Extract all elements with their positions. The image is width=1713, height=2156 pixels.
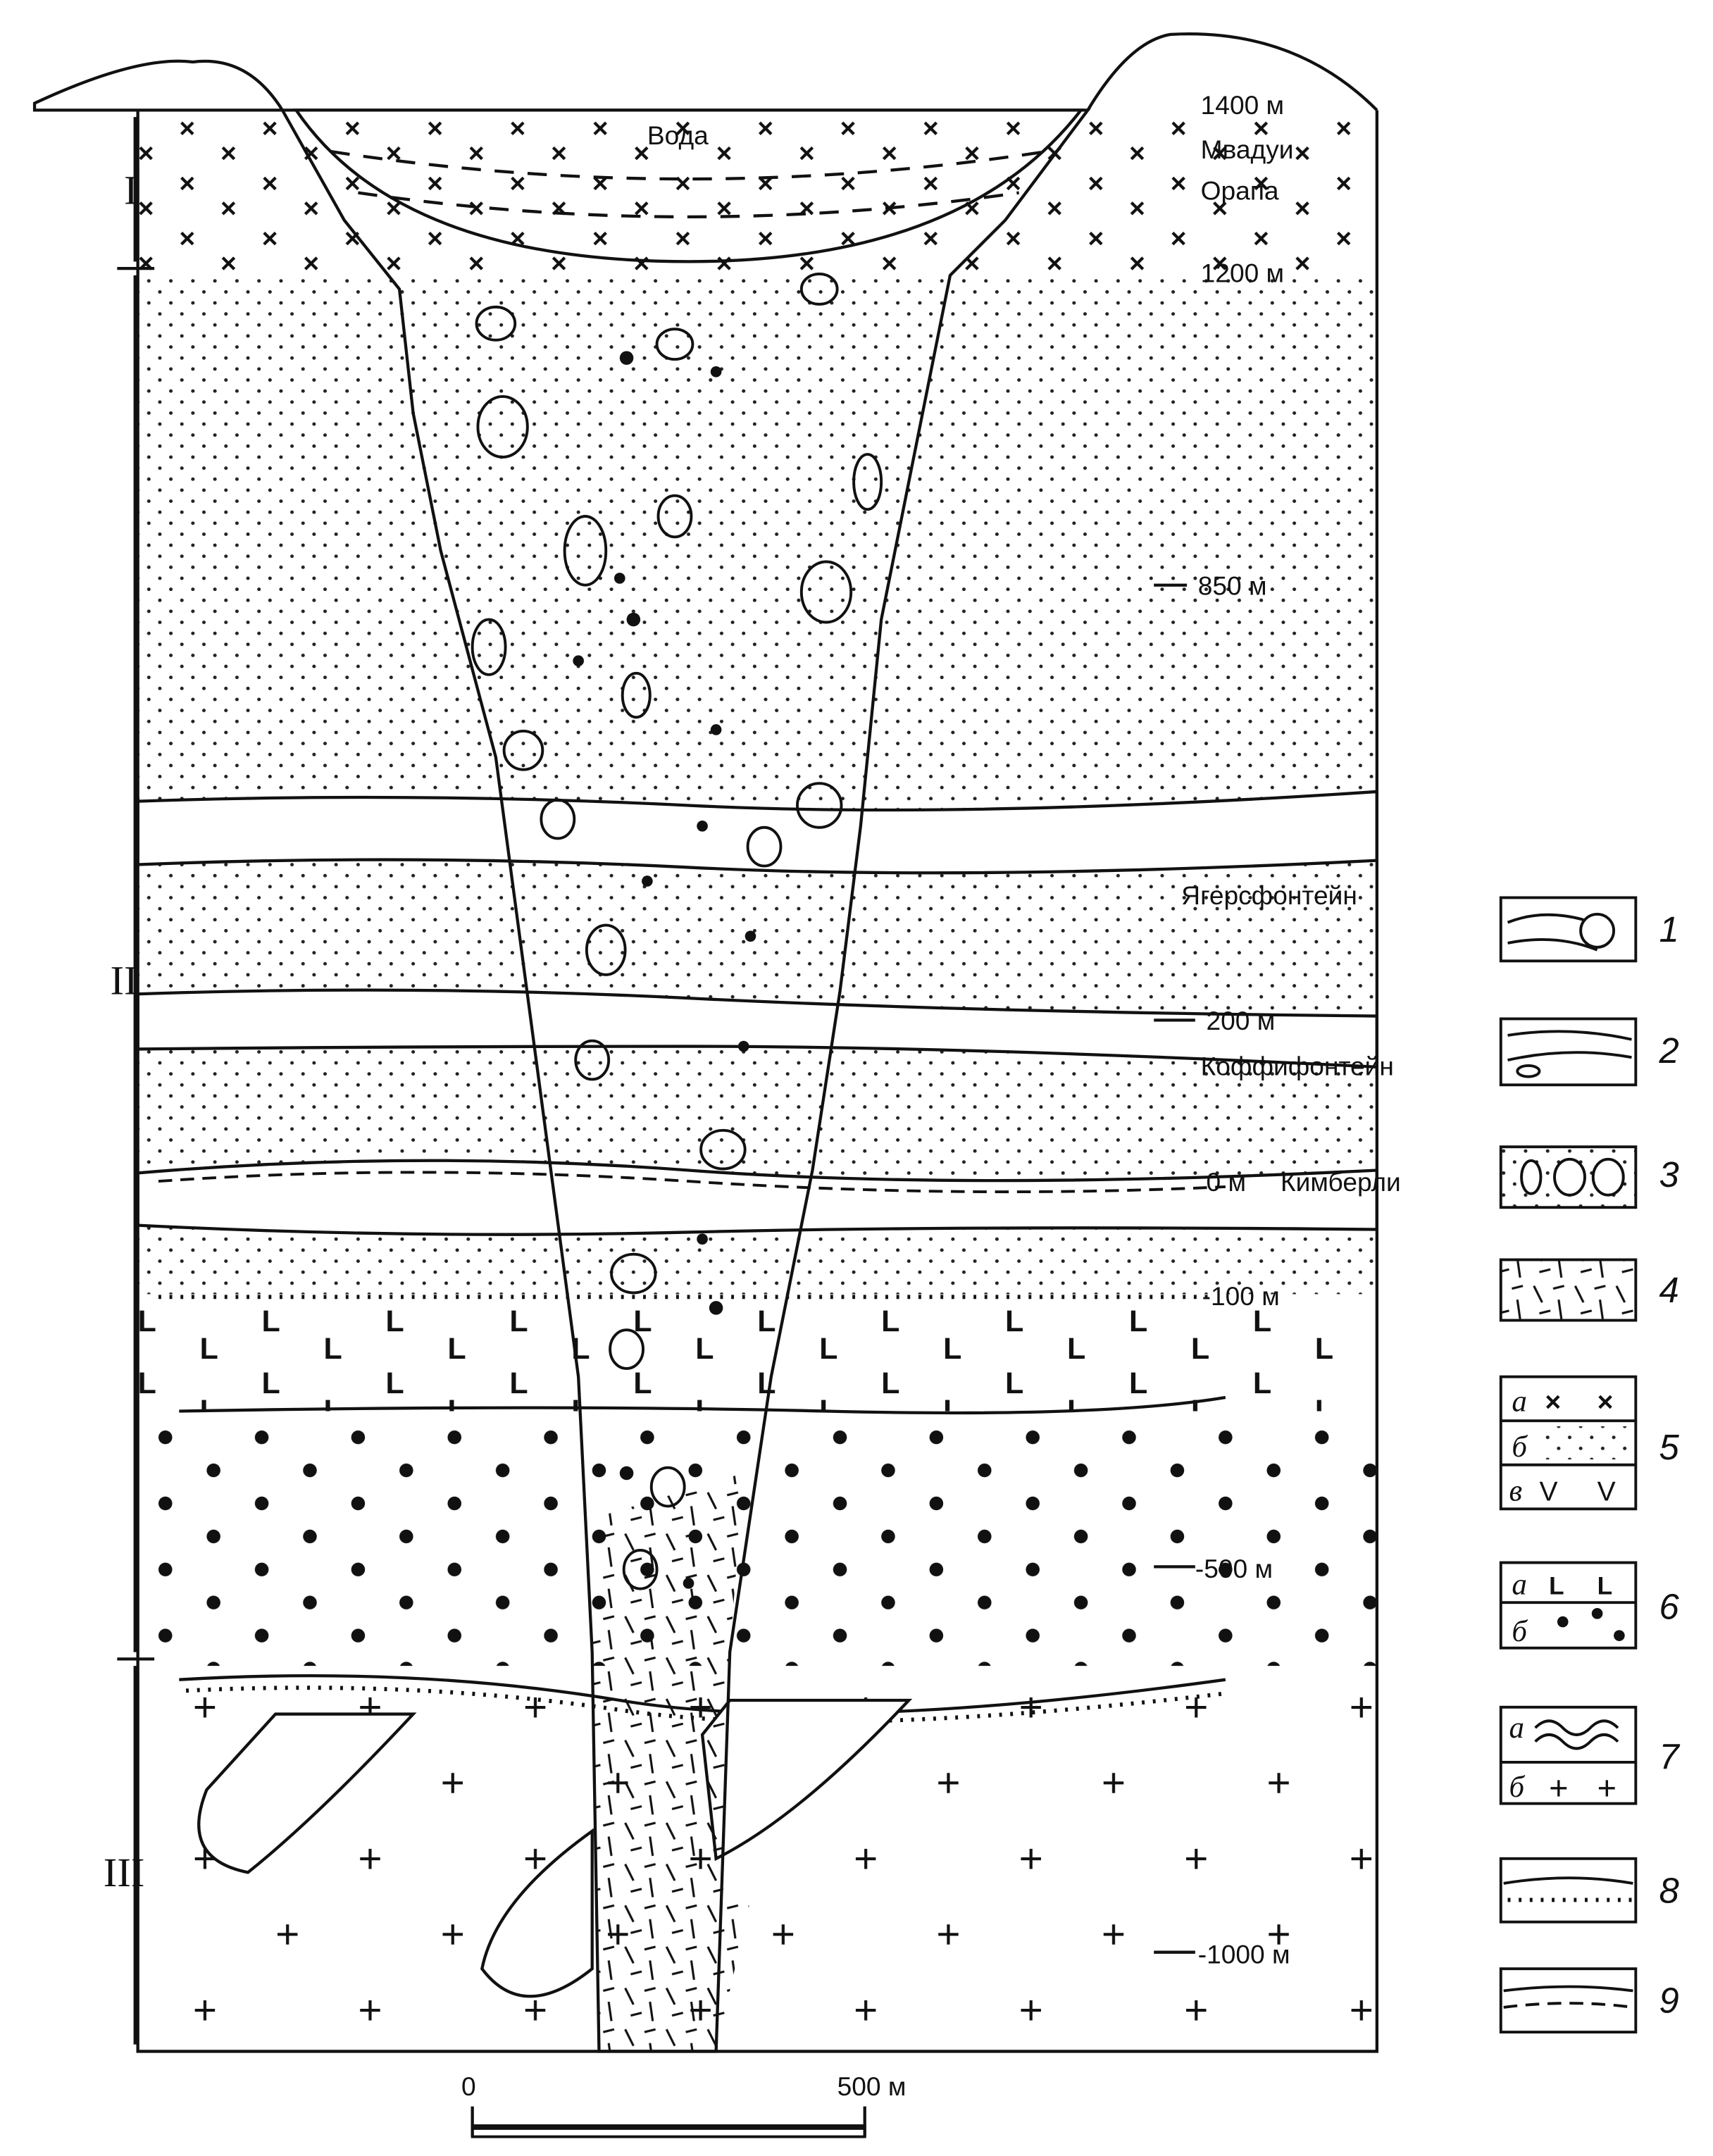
svg-text:б: б bbox=[1509, 1771, 1526, 1804]
svg-text:×: × bbox=[1545, 1388, 1561, 1418]
svg-text:а: а bbox=[1512, 1385, 1527, 1419]
svg-text:7: 7 bbox=[1659, 1737, 1681, 1777]
svg-text:850 м: 850 м bbox=[1198, 571, 1267, 600]
svg-text:+: + bbox=[1597, 1770, 1617, 1807]
legend bbox=[1499, 896, 1638, 2034]
svg-text:200 м: 200 м bbox=[1206, 1006, 1275, 1035]
svg-text:а: а bbox=[1512, 1568, 1527, 1601]
svg-text:-500 м: -500 м bbox=[1195, 1554, 1273, 1583]
svg-text:2: 2 bbox=[1659, 1030, 1679, 1071]
frame bbox=[136, 110, 1379, 2053]
svg-text:V: V bbox=[1540, 1477, 1558, 1507]
water-label: Вода bbox=[647, 120, 709, 150]
svg-text:6: 6 bbox=[1659, 1587, 1680, 1627]
pipe-names: Мвадуи Орапа Ягерсфонтейн Коффифонтейн К… bbox=[1181, 135, 1400, 1197]
svg-text:Кимберли: Кимберли bbox=[1281, 1167, 1401, 1197]
right-hill bbox=[1086, 32, 1378, 111]
scale-bar: 0 500 м bbox=[461, 2071, 907, 2138]
svg-text:0: 0 bbox=[461, 2071, 476, 2101]
svg-text:0 м: 0 м bbox=[1206, 1167, 1246, 1197]
svg-text:+: + bbox=[1549, 1770, 1568, 1807]
svg-text:1400 м: 1400 м bbox=[1201, 90, 1284, 120]
svg-text:1200 м: 1200 м bbox=[1201, 258, 1284, 288]
svg-text:I: I bbox=[124, 167, 138, 213]
svg-text:Ягерсфонтейн: Ягерсфонтейн bbox=[1181, 880, 1357, 910]
zone-markers: I II III bbox=[104, 117, 155, 2045]
svg-text:б: б bbox=[1512, 1615, 1528, 1648]
svg-text:8: 8 bbox=[1659, 1870, 1679, 1910]
svg-text:500 м: 500 м bbox=[837, 2071, 907, 2101]
svg-text:1: 1 bbox=[1659, 909, 1679, 949]
left-hill bbox=[32, 59, 285, 112]
svg-text:9: 9 bbox=[1659, 1981, 1679, 2021]
legend-numbers: 1 2 3 4 5 6 7 8 9 bbox=[1659, 909, 1681, 2021]
svg-text:Орапа: Орапа bbox=[1201, 175, 1279, 205]
svg-text:III: III bbox=[104, 1850, 145, 1895]
svg-text:-1000 м: -1000 м bbox=[1198, 1939, 1290, 1969]
svg-text:4: 4 bbox=[1659, 1270, 1679, 1310]
country-rock bbox=[136, 110, 1379, 2052]
svg-text:в: в bbox=[1509, 1475, 1523, 1508]
svg-text:×: × bbox=[1597, 1388, 1614, 1418]
svg-text:3: 3 bbox=[1659, 1154, 1679, 1195]
svg-text:L: L bbox=[1549, 1572, 1564, 1600]
legend-sublabels: а б в а б а б bbox=[1509, 1385, 1528, 1804]
kimberlite-pipe bbox=[280, 108, 1091, 2053]
svg-text:5: 5 bbox=[1659, 1427, 1680, 1467]
svg-text:L: L bbox=[1597, 1572, 1613, 1600]
svg-text:Мвадуи: Мвадуи bbox=[1201, 135, 1294, 164]
depth-labels: 1400 м 1200 м 850 м 200 м 0 м -100 м -50… bbox=[1154, 90, 1290, 1969]
legend-symbols: × × V V L L + + bbox=[1540, 1388, 1625, 1807]
svg-text:б: б bbox=[1512, 1431, 1528, 1464]
svg-text:-100 м: -100 м bbox=[1202, 1281, 1280, 1311]
svg-text:II: II bbox=[111, 957, 138, 1003]
svg-text:Коффифонтейн: Коффифонтейн bbox=[1201, 1052, 1394, 1081]
svg-text:V: V bbox=[1597, 1477, 1616, 1507]
svg-text:а: а bbox=[1509, 1712, 1525, 1745]
